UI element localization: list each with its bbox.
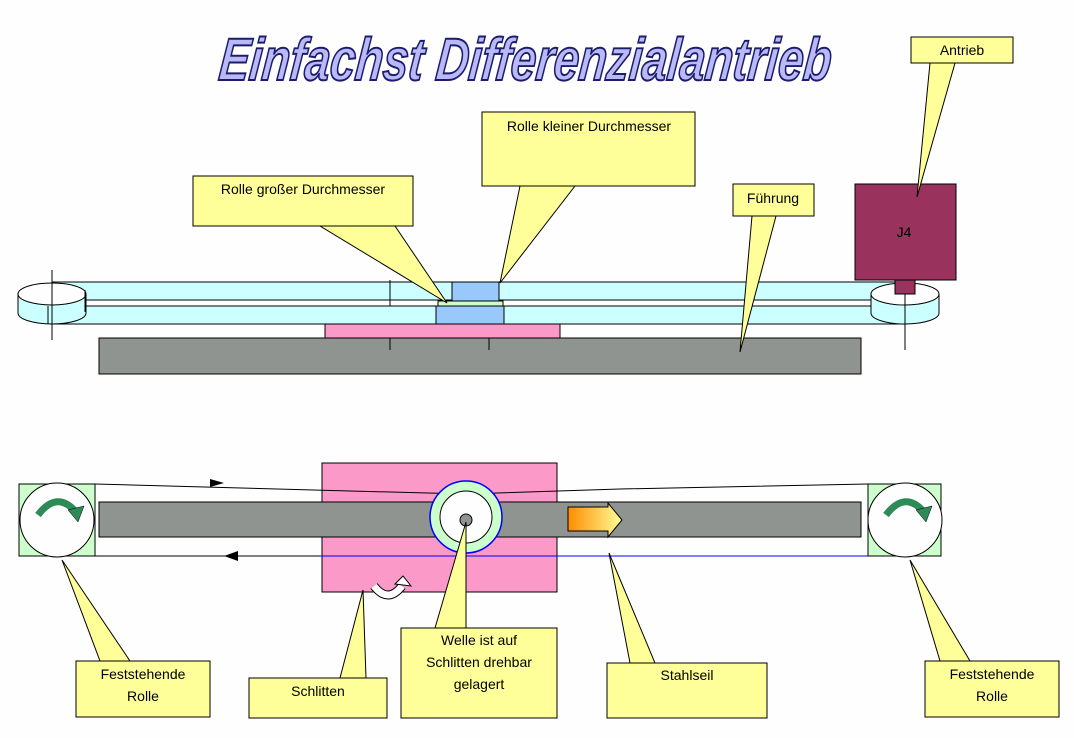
callout-large-roller: Rolle großer Durchmesser: [192, 175, 448, 304]
svg-text:gelagert: gelagert: [454, 676, 505, 692]
large-roller: [435, 305, 505, 325]
callout-fixed-roller-left: Feststehende Rolle: [61, 559, 211, 718]
svg-text:Feststehende: Feststehende: [950, 666, 1035, 682]
svg-text:Schlitten drehbar: Schlitten drehbar: [426, 654, 532, 670]
svg-text:Antrieb: Antrieb: [940, 42, 985, 58]
svg-text:Rolle: Rolle: [127, 688, 159, 704]
svg-text:Feststehende: Feststehende: [101, 666, 186, 682]
small-roller: [451, 281, 500, 302]
drive-motor: [854, 183, 957, 281]
fixed-roller-left: [18, 482, 96, 558]
svg-text:Rolle kleiner Durchmesser: Rolle kleiner Durchmesser: [507, 118, 672, 134]
arrow-left-icon: [224, 551, 238, 561]
callout-cable: Stahlseil: [606, 552, 768, 719]
callout-drive: Antrieb: [910, 36, 1014, 198]
top-view: J4 Antrieb Rolle kleiner Durchmesser Rol…: [17, 36, 1014, 375]
bottom-view: Feststehende Rolle Schlitten Welle ist a…: [18, 462, 1060, 719]
svg-text:Stahlseil: Stahlseil: [661, 667, 714, 683]
fixed-roller-right: [867, 482, 943, 558]
callout-shaft: Welle ist auf Schlitten drehbar gelagert: [400, 521, 558, 719]
svg-text:Welle ist auf: Welle ist auf: [441, 632, 517, 648]
diagram-title: Einfachst Differenzialantrieb: [216, 26, 835, 93]
svg-text:Rolle: Rolle: [976, 688, 1008, 704]
svg-text:Schlitten: Schlitten: [291, 683, 345, 699]
drive-shaft: [894, 279, 916, 295]
callout-guide: Führung: [732, 183, 815, 353]
slide-top: [324, 323, 561, 339]
guide-rail: [98, 337, 862, 375]
callout-slide: Schlitten: [248, 589, 388, 719]
left-pulley: [17, 270, 87, 340]
pulley-on-slide: [429, 480, 503, 554]
roller-shaft: [437, 300, 504, 307]
arrow-right-icon: [210, 479, 224, 487]
svg-text:Rolle großer Durchmesser: Rolle großer Durchmesser: [221, 181, 385, 197]
svg-text:Führung: Führung: [747, 190, 799, 206]
drive-label: J4: [897, 224, 912, 240]
callout-small-roller: Rolle kleiner Durchmesser: [481, 111, 696, 284]
callout-fixed-roller-right: Feststehende Rolle: [909, 559, 1060, 718]
movement-arrow-icon: [567, 501, 623, 539]
